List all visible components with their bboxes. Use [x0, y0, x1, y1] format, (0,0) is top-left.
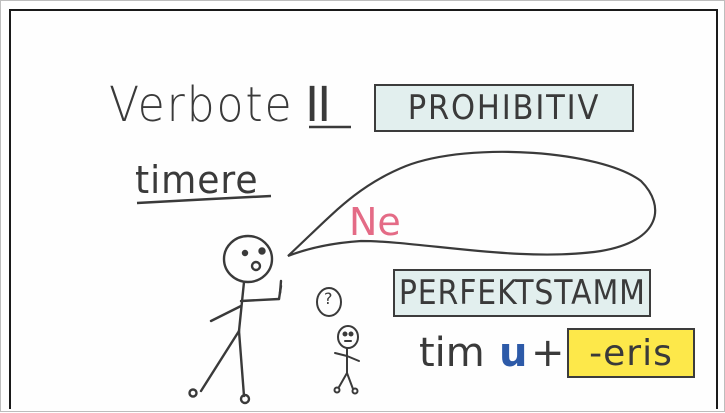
- speech-bubble: [288, 152, 655, 256]
- child-question-mark: ?: [324, 291, 333, 307]
- stem-prefix: tim: [419, 333, 485, 373]
- title-word: Verbote: [109, 81, 294, 129]
- stem-vowel: u: [499, 333, 527, 373]
- perfektstamm-label: PERFEKTSTAMM: [398, 273, 645, 313]
- title-roman-numeral: II: [305, 81, 329, 129]
- speech-word-ne: Ne: [349, 203, 401, 241]
- perfektstamm-label-box: PERFEKTSTAMM: [393, 269, 651, 317]
- adult-stick-figure: [190, 236, 282, 403]
- ending-label-box: -eris: [567, 328, 695, 378]
- verb-timere: timere: [135, 161, 259, 199]
- plus-sign: +: [531, 333, 565, 373]
- prohibitiv-label-box: PROHIBITIV: [374, 84, 634, 132]
- ending-label: -eris: [589, 333, 673, 374]
- prohibitiv-label: PROHIBITIV: [408, 88, 601, 128]
